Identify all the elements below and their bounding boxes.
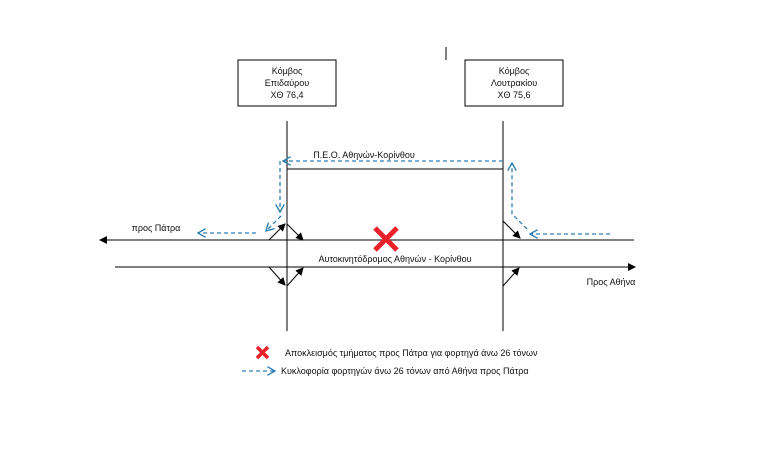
detour-exit-ramp <box>512 163 528 230</box>
legend: Αποκλεισμός τμήματος προς Πάτρα για φορτ… <box>242 345 538 376</box>
legend-text-closure: Αποκλεισμός τμήματος προς Πάτρα για φορτ… <box>285 348 538 358</box>
label-to-athina: Προς Αθήνα <box>587 277 636 287</box>
node-line2: Λουτρακίου <box>491 78 537 88</box>
legend-x-icon <box>255 345 270 360</box>
node-line1: Κόμβος <box>499 66 530 76</box>
ramp-arrow <box>268 223 286 241</box>
legend-text-detour: Κυκλοφορία φορτηγών άνω 26 τόνων από Αθή… <box>281 366 529 376</box>
node-box-epidavrou: Κόμβος Επιδαύρου ΧΘ 76,4 <box>237 59 337 107</box>
ramp-arrow <box>502 267 520 287</box>
detour-route <box>198 161 610 234</box>
ramp-arrow <box>286 267 304 287</box>
ramp-arrow <box>286 223 304 241</box>
label-motorway: Αυτοκινητόδρομος Αθηνών - Κορίνθου <box>318 254 471 264</box>
closure-x-icon <box>373 226 399 252</box>
ramp-arrow <box>268 266 286 286</box>
label-peo: Π.Ε.Ο. Αθηνών-Κορίνθου <box>313 150 415 160</box>
node-line3: ΧΘ 75,6 <box>497 90 530 100</box>
ramp-arrow <box>502 220 521 239</box>
node-line2: Επιδαύρου <box>265 78 309 88</box>
node-line1: Κόμβος <box>272 66 303 76</box>
label-to-patra: προς Πάτρα <box>132 223 181 233</box>
node-box-loutrakiou: Κόμβος Λουτρακίου ΧΘ 75,6 <box>464 59 564 107</box>
node-line3: ΧΘ 76,4 <box>270 90 303 100</box>
detour-entry-ramp <box>266 215 282 231</box>
